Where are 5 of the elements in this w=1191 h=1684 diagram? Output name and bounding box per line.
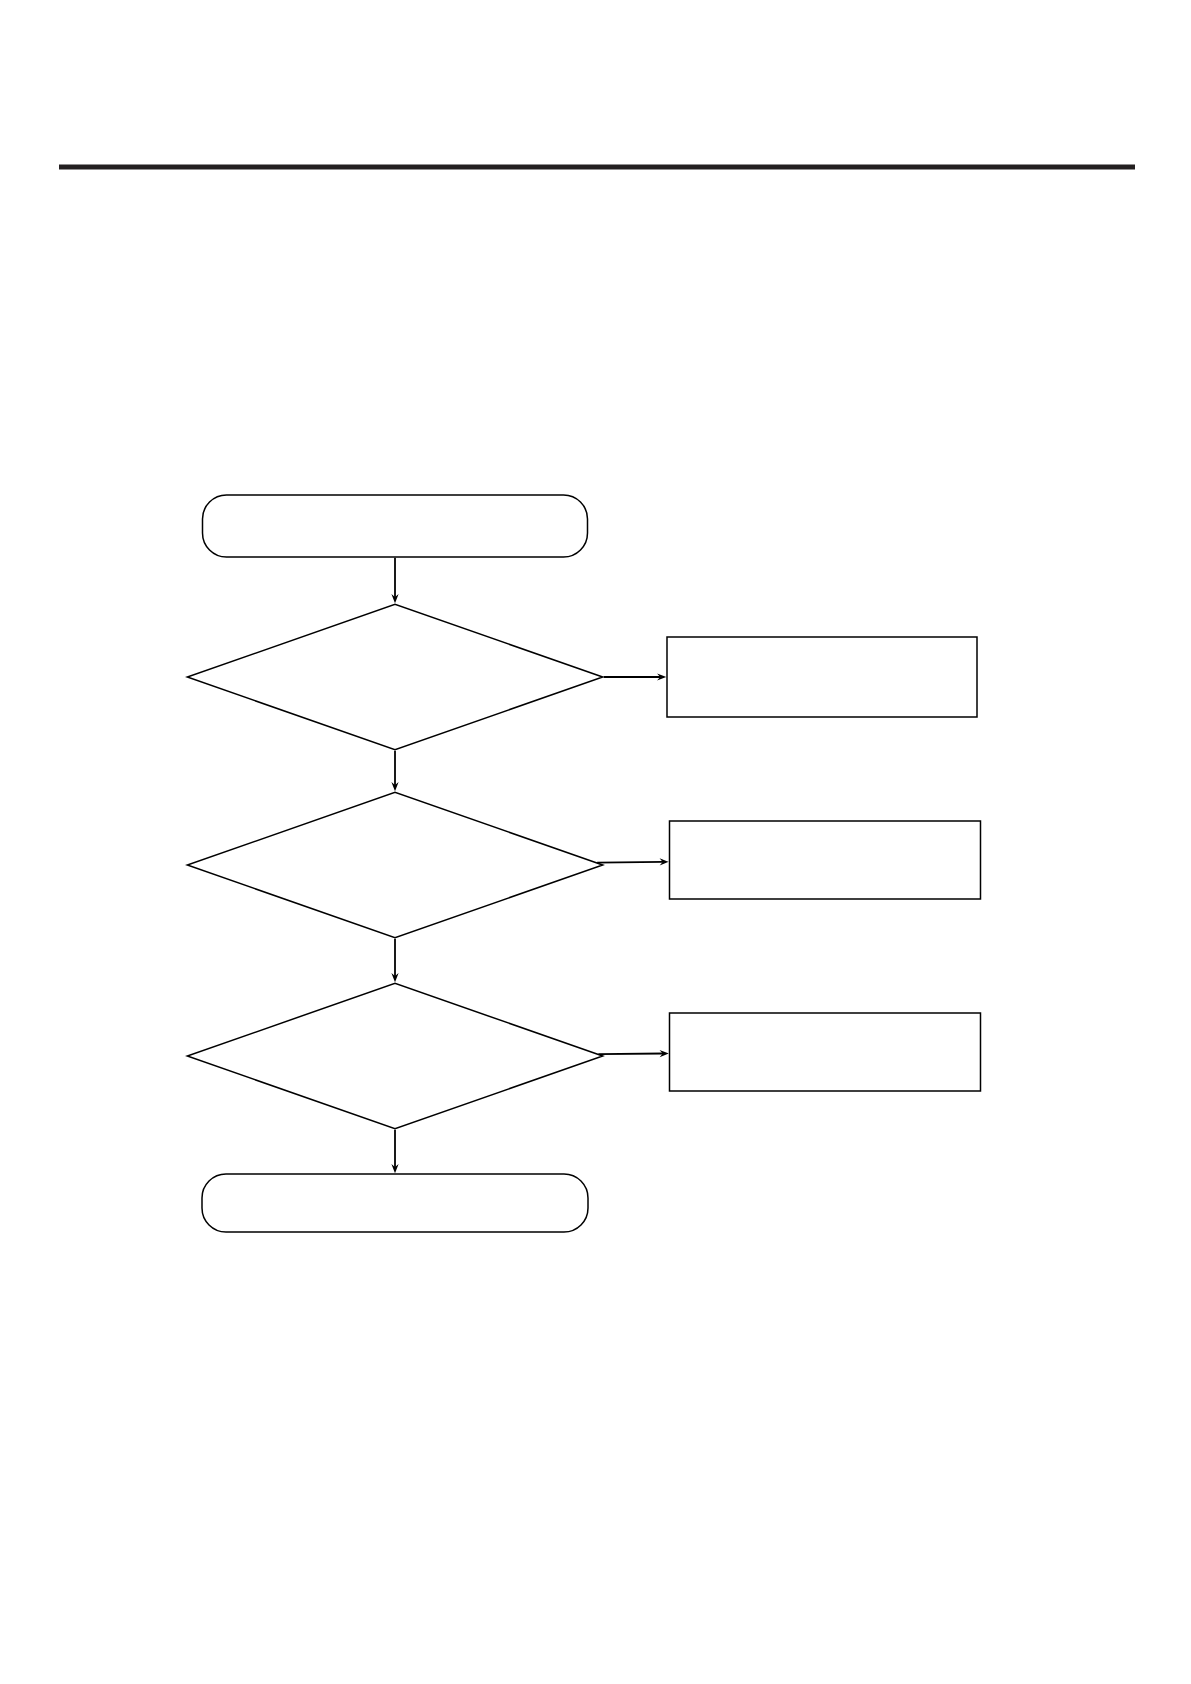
process-box [668,1012,982,1092]
process-box [668,820,982,900]
terminal-box [201,1173,589,1233]
process-box [666,636,978,718]
terminal-box [201,494,589,558]
